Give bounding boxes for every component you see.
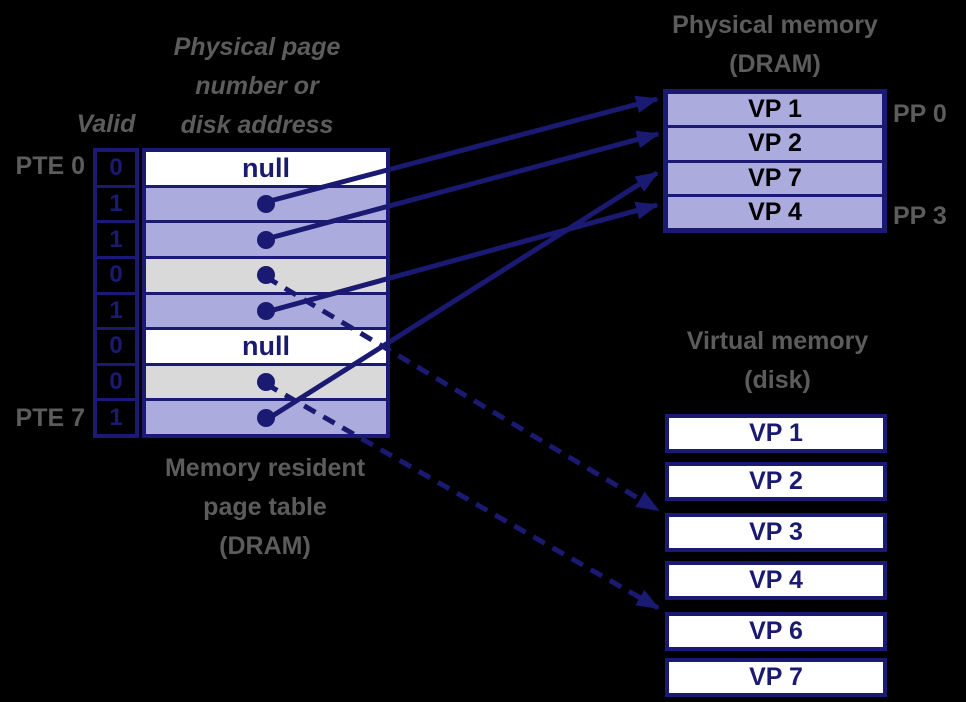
pte-entry-null: null [146, 152, 386, 185]
title-line: Physical memory [672, 11, 878, 39]
pp3-label: PP 3 [893, 202, 947, 230]
page-table-caption: Memory resident page table (DRAM) [140, 449, 390, 566]
pointer-dot [257, 230, 275, 249]
pte-entry-pointer [146, 255, 386, 292]
valid-bit: 1 [97, 398, 135, 434]
disk-page-row: VP 3 [665, 513, 887, 552]
caption-line: page table [203, 493, 327, 521]
title-line: (DRAM) [729, 50, 821, 78]
pointer-dot [257, 373, 275, 392]
valid-bit-column: 0 1 1 0 1 0 0 1 [93, 148, 139, 438]
valid-bit: 0 [109, 154, 123, 182]
heading-line: number or [195, 72, 319, 100]
pte-entry-pointer [146, 398, 386, 434]
valid-bit: 0 [97, 255, 135, 292]
disk-page-row: VP 6 [665, 612, 887, 651]
title-line: Virtual memory [686, 327, 869, 355]
heading-line: Physical page [173, 33, 341, 61]
null-text: null [242, 152, 290, 183]
physical-page-row: VP 1 [668, 94, 882, 126]
null-text: null [242, 330, 290, 361]
title-line: (disk) [744, 366, 811, 394]
physical-memory-box: VP 1 VP 2 VP 7 VP 4 [663, 89, 887, 233]
valid-bit: 1 [97, 220, 135, 256]
pointer-dot [257, 266, 275, 285]
pointer-dot [257, 408, 275, 427]
pte-entry-pointer [146, 362, 386, 399]
disk-page-row: VP 7 [665, 658, 887, 697]
pte-entry-null: null [146, 327, 386, 363]
pointer-dot [257, 301, 275, 320]
pte7-label: PTE 7 [15, 404, 85, 432]
disk-page-row: VP 2 [665, 462, 887, 501]
pte-entry-pointer [146, 291, 386, 328]
caption-line: (DRAM) [219, 532, 311, 560]
virtual-memory-title: Virtual memory (disk) [650, 322, 905, 400]
physical-page-row: VP 7 [668, 159, 882, 194]
physical-page-row: VP 4 [668, 193, 882, 228]
valid-bit: 0 [97, 327, 135, 363]
pte-entry-pointer [146, 220, 386, 256]
valid-heading: Valid [76, 110, 136, 138]
physical-memory-title: Physical memory (DRAM) [650, 6, 900, 84]
caption-line: Memory resident [164, 454, 366, 482]
disk-page-row: VP 4 [665, 561, 887, 600]
page-table-entries: null null [142, 148, 390, 438]
pte0-label: PTE 0 [15, 152, 85, 180]
valid-bit: 0 [97, 362, 135, 399]
valid-bit: 1 [97, 291, 135, 328]
pp0-label: PP 0 [893, 100, 947, 128]
valid-bit: 1 [97, 184, 135, 221]
physical-page-row: VP 2 [668, 125, 882, 160]
pte-entry-pointer [146, 184, 386, 221]
pointer-dot [257, 194, 275, 213]
disk-page-row: VP 1 [665, 414, 887, 453]
